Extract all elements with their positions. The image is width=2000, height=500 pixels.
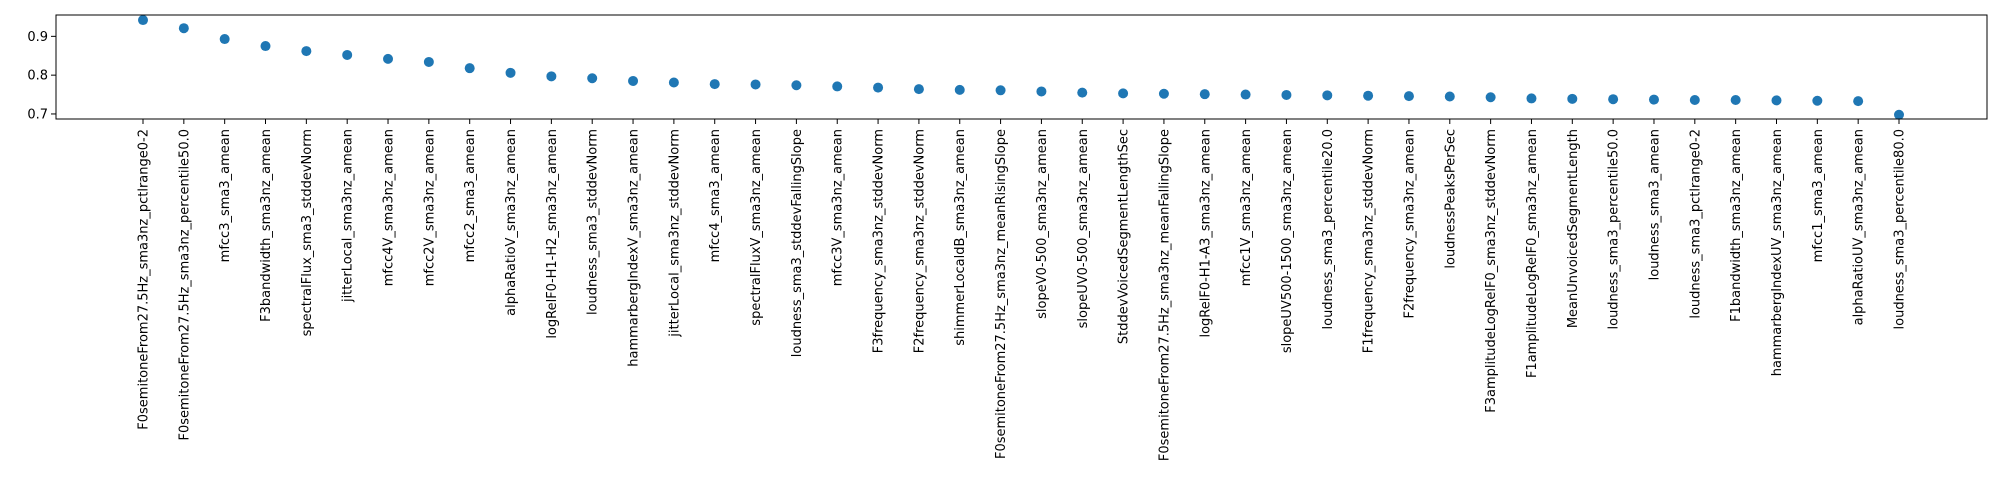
- y-tick-label: 0.7: [27, 107, 48, 122]
- data-point: [1894, 109, 1904, 120]
- x-tick-label: loudness_sma3_percentile80.0: [1893, 129, 1908, 329]
- x-tick-label: F1amplitudeLogRelF0_sma3nz_amean: [1525, 129, 1540, 378]
- x-tick-label: mfcc2V_sma3nz_amean: [422, 129, 437, 286]
- x-tick-label: StddevVoicedSegmentLengthSec: [1117, 129, 1132, 344]
- data-point: [1689, 94, 1700, 105]
- x-tick-label: mfcc3_sma3_amean: [218, 129, 233, 262]
- x-tick-label: mfcc4_sma3_amean: [708, 129, 723, 262]
- x-tick-label: MeanUnvoicedSegmentLength: [1566, 129, 1581, 328]
- x-tick-label: F1bandwidth_sma3nz_amean: [1729, 129, 1744, 322]
- data-point: [995, 85, 1006, 96]
- x-tick-label: F0semitoneFrom27.5Hz_sma3nz_meanRisingSl…: [994, 129, 1009, 459]
- x-tick-label: spectralFluxV_sma3nz_amean: [749, 129, 764, 326]
- data-point: [1281, 89, 1292, 100]
- data-point: [1526, 93, 1537, 104]
- x-tick-label: mfcc1_sma3_amean: [1811, 129, 1826, 262]
- data-point: [832, 81, 843, 92]
- data-point: [1199, 89, 1210, 100]
- x-tick-label: hammarbergIndexUV_sma3nz_amean: [1770, 129, 1785, 376]
- x-tick-label: logRelF0-H1-H2_sma3nz_amean: [545, 129, 560, 339]
- x-tick-label: loudness_sma3_percentile20.0: [1321, 129, 1336, 329]
- x-tick-label: F0semitoneFrom27.5Hz_sma3nz_percentile50…: [177, 129, 192, 441]
- data-point: [505, 67, 516, 78]
- plot-frame: [55, 14, 1988, 120]
- data-point: [423, 56, 434, 67]
- x-tick-label: slopeUV0-500_sma3nz_amean: [1076, 129, 1091, 328]
- data-point: [546, 71, 557, 82]
- x-tick-label: mfcc1V_sma3nz_amean: [1239, 129, 1254, 286]
- data-point: [1853, 96, 1864, 107]
- data-point: [1322, 90, 1333, 101]
- x-tick-label: F3bandwidth_sma3nz_amean: [259, 129, 274, 322]
- data-point: [1771, 95, 1782, 106]
- x-tick-label: alphaRatioUV_sma3nz_amean: [1852, 129, 1867, 325]
- x-tick-label: loudnessPeaksPerSec: [1443, 129, 1458, 269]
- x-tick-label: F2frequency_sma3nz_amean: [1402, 129, 1417, 319]
- x-tick-label: loudness_sma3_percentile50.0: [1607, 129, 1622, 329]
- x-tick-label: F3frequency_sma3nz_stddevNorm: [872, 129, 887, 353]
- data-point: [1812, 95, 1823, 106]
- data-point: [913, 84, 924, 95]
- x-tick-label: F0semitoneFrom27.5Hz_sma3nz_meanFallingS…: [1157, 129, 1172, 461]
- data-point: [1567, 93, 1578, 104]
- x-tick-label: jitterLocal_sma3nz_amean: [341, 129, 356, 303]
- x-tick-label: loudness_sma3_amean: [1647, 129, 1662, 280]
- x-tick-label: spectralFlux_sma3_stddevNorm: [300, 129, 315, 336]
- x-tick-label: shimmerLocaldB_sma3nz_amean: [953, 129, 968, 346]
- data-point: [1648, 94, 1659, 105]
- x-tick-label: mfcc2_sma3_amean: [463, 129, 478, 262]
- data-point: [1444, 91, 1455, 102]
- x-tick-label: loudness_sma3_stddevFallingSlope: [790, 129, 805, 357]
- data-point: [342, 49, 353, 60]
- data-point: [1036, 86, 1047, 97]
- data-point: [260, 41, 271, 52]
- x-tick-label: logRelF0-H1-A3_sma3nz_amean: [1198, 129, 1213, 338]
- data-point: [791, 80, 802, 91]
- x-tick-label: alphaRatioV_sma3nz_amean: [504, 129, 519, 316]
- data-point: [628, 75, 639, 86]
- data-point: [750, 79, 761, 90]
- data-point: [1403, 91, 1414, 102]
- x-tick-label: F3amplitudeLogRelF0_sma3nz_stddevNorm: [1484, 129, 1499, 413]
- data-point: [668, 77, 679, 88]
- data-point: [178, 23, 189, 34]
- x-tick-label: F2frequency_sma3nz_stddevNorm: [912, 129, 927, 353]
- data-point: [873, 82, 884, 93]
- x-tick-label: mfcc4V_sma3nz_amean: [382, 129, 397, 286]
- data-point: [1363, 90, 1374, 101]
- x-tick-label: F0semitoneFrom27.5Hz_sma3nz_pctlrange0-2: [137, 129, 152, 430]
- data-point: [587, 73, 598, 84]
- x-tick-label: slopeV0-500_sma3nz_amean: [1035, 129, 1050, 319]
- data-point: [301, 46, 312, 57]
- x-axis: F0semitoneFrom27.5Hz_sma3nz_pctlrange0-2…: [137, 119, 1908, 461]
- y-tick-label: 0.8: [27, 69, 48, 84]
- data-point: [1240, 89, 1251, 100]
- x-tick-label: hammarbergIndexV_sma3nz_amean: [627, 129, 642, 367]
- data-point: [1485, 92, 1496, 103]
- x-tick-label: loudness_sma3_stddevNorm: [586, 129, 601, 315]
- y-tick-label: 0.9: [27, 30, 48, 45]
- data-point: [709, 79, 720, 90]
- data-point: [138, 15, 148, 26]
- data-points: [138, 15, 1904, 120]
- data-point: [1730, 94, 1741, 105]
- data-point: [954, 84, 965, 95]
- y-axis: 0.7 0.8 0.9: [27, 30, 56, 122]
- data-point: [383, 53, 394, 64]
- x-tick-label: loudness_sma3_pctlrange0-2: [1688, 129, 1703, 319]
- x-tick-label: jitterLocal_sma3nz_stddevNorm: [667, 129, 682, 338]
- data-point: [1118, 88, 1129, 99]
- data-point: [1608, 94, 1619, 105]
- x-tick-label: F1frequency_sma3nz_stddevNorm: [1362, 129, 1377, 353]
- data-point: [1077, 87, 1088, 98]
- x-tick-label: mfcc3V_sma3nz_amean: [831, 129, 846, 286]
- x-tick-label: slopeUV500-1500_sma3nz_amean: [1280, 129, 1295, 353]
- data-point: [1158, 88, 1169, 99]
- data-point: [464, 63, 475, 74]
- data-point: [219, 34, 230, 45]
